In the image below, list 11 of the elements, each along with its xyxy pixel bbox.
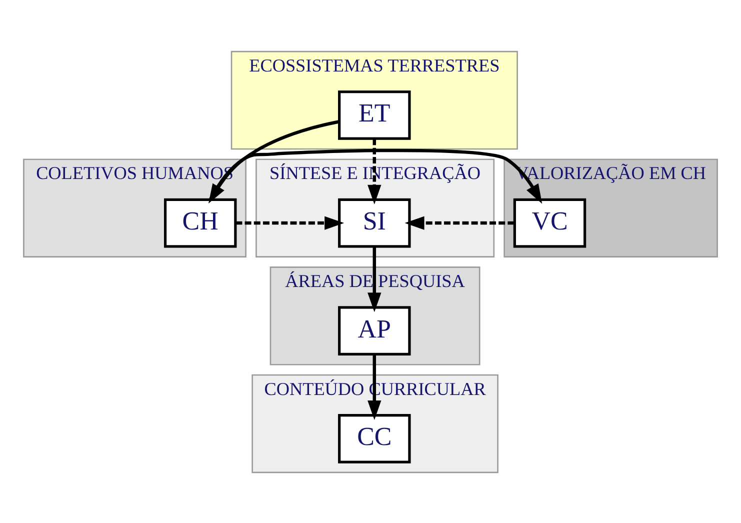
node-box: AP — [338, 306, 411, 356]
arrow — [368, 138, 382, 204]
node-box: ET — [338, 90, 411, 140]
node-box: VC — [513, 198, 586, 248]
arrow — [368, 354, 382, 420]
node-box: CC — [338, 413, 411, 463]
node-box: SI — [338, 198, 411, 248]
arrow — [368, 246, 382, 312]
arrow — [236, 216, 344, 230]
arrow — [404, 216, 514, 230]
node-box: CH — [164, 198, 237, 248]
